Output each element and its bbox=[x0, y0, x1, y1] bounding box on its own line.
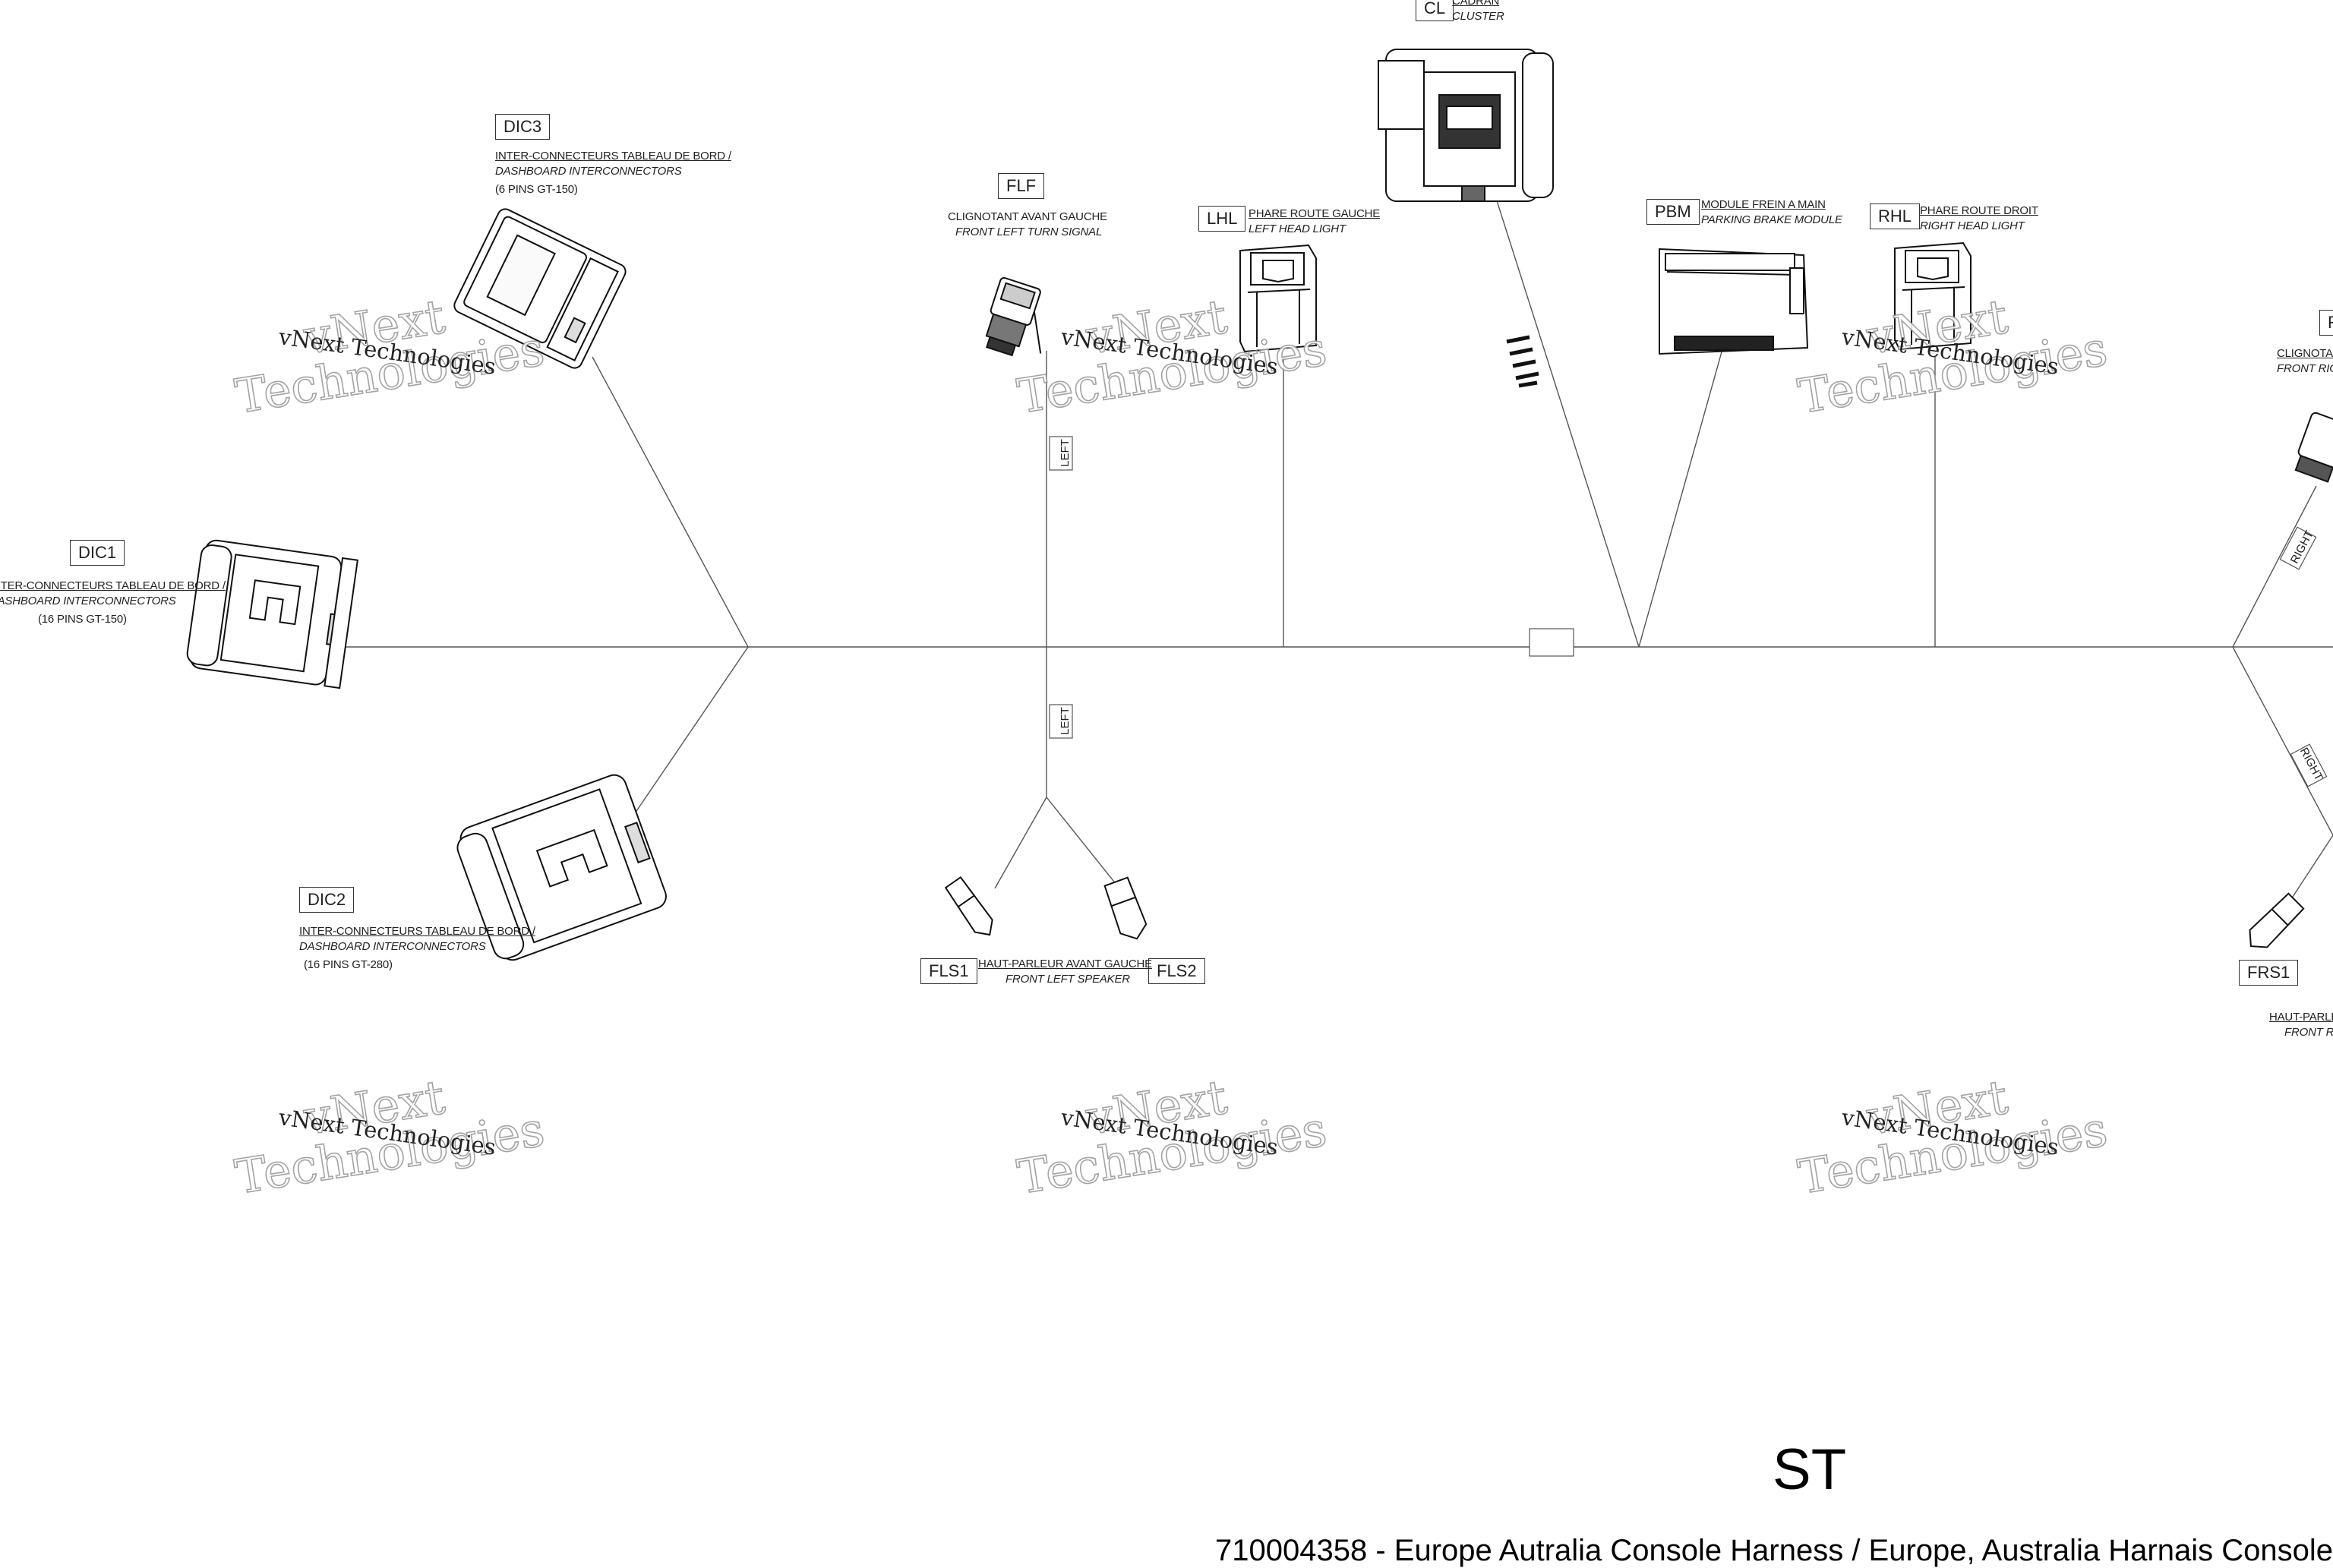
fls-label-en: FRONT LEFT SPEAKER bbox=[1005, 973, 1130, 986]
branch-tag-left-upper: LEFT bbox=[1058, 439, 1072, 467]
cl-branch-wire bbox=[1494, 193, 1640, 648]
fls-label-fr: HAUT-PARLEUR AVANT GAUCHE bbox=[978, 958, 1152, 970]
dic2-branch-wire bbox=[630, 646, 749, 821]
frs1-terminal-drawing bbox=[2249, 892, 2305, 948]
cl-label-fr: CADRAN bbox=[1452, 0, 1500, 8]
fls1-branch-wire bbox=[994, 797, 1047, 889]
flf-label-fr: CLIGNOTANT AVANT GAUCHE bbox=[948, 210, 1107, 223]
dic3-code: DIC3 bbox=[495, 114, 551, 140]
frs1-label: HAUT-PARLEU FRONT RIG bbox=[2269, 1010, 2333, 1040]
cl-code: CL bbox=[1416, 0, 1454, 21]
pbm-branch-wire bbox=[1638, 349, 1723, 648]
flf-label: CLIGNOTANT AVANT GAUCHE FRONT LEFT TURN … bbox=[948, 210, 1107, 240]
dic1-label-fr: INTER-CONNECTEURS TABLEAU DE BORD / bbox=[0, 579, 226, 592]
lhl-label-en: LEFT HEAD LIGHT bbox=[1249, 222, 1346, 235]
sheet-footer-title: 710004358 - Europe Autralia Console Harn… bbox=[1215, 1534, 2333, 1567]
dic3-label: INTER-CONNECTEURS TABLEAU DE BORD / DASH… bbox=[495, 149, 731, 197]
lhl-code: LHL bbox=[1198, 206, 1246, 232]
dic3-label-en: DASHBOARD INTERCONNECTORS bbox=[495, 165, 682, 178]
dic3-connector-drawing bbox=[453, 208, 627, 369]
dic2-connector-drawing bbox=[456, 774, 667, 961]
lhl-label: PHARE ROUTE GAUCHE LEFT HEAD LIGHT bbox=[1249, 207, 1380, 237]
frf-code: F bbox=[2319, 310, 2333, 336]
cl-connector-drawing bbox=[1378, 49, 1554, 202]
fls2-branch-wire bbox=[1046, 797, 1117, 885]
splice-box bbox=[1529, 628, 1574, 657]
dic2-label-fr: INTER-CONNECTEURS TABLEAU DE BORD / bbox=[299, 925, 535, 938]
rhl-connector-drawing bbox=[1894, 241, 1972, 351]
dic2-code: DIC2 bbox=[299, 887, 355, 913]
lhl-connector-drawing bbox=[1239, 244, 1317, 353]
frs1-code: FRS1 bbox=[2239, 960, 2299, 986]
pbm-label: MODULE FREIN A MAIN PARKING BRAKE MODULE bbox=[1701, 197, 1842, 228]
lhl-label-fr: PHARE ROUTE GAUCHE bbox=[1249, 207, 1381, 220]
frf-connector-drawing bbox=[2294, 412, 2333, 483]
rhl-label-fr: PHARE ROUTE DROIT bbox=[1920, 204, 2038, 217]
fls2-code: FLS2 bbox=[1148, 958, 1205, 984]
dic3-branch-wire bbox=[592, 356, 749, 648]
rhl-label: PHARE ROUTE DROIT RIGHT HEAD LIGHT bbox=[1920, 203, 2038, 234]
dic2-label-en: DASHBOARD INTERCONNECTORS bbox=[299, 940, 486, 953]
frf-label: CLIGNOTANT FRONT RIGH bbox=[2277, 346, 2333, 377]
dic1-label-en: DASHBOARD INTERCONNECTORS bbox=[0, 595, 176, 607]
dic3-label-fr: INTER-CONNECTEURS TABLEAU DE BORD / bbox=[495, 150, 731, 162]
dic3-pins: (6 PINS GT-150) bbox=[495, 183, 578, 196]
dic1-code: DIC1 bbox=[70, 540, 125, 566]
frs1-label-fr: HAUT-PARLEU bbox=[2269, 1011, 2333, 1024]
fls1-code: FLS1 bbox=[920, 958, 977, 984]
frs1-label-en: FRONT RIG bbox=[2284, 1026, 2333, 1039]
pbm-code: PBM bbox=[1646, 199, 1700, 225]
dic2-label: INTER-CONNECTEURS TABLEAU DE BORD / DASH… bbox=[299, 924, 535, 973]
dic1-connector-drawing bbox=[186, 539, 358, 689]
fls1-terminal-drawing bbox=[944, 875, 993, 936]
dic1-label: INTER-CONNECTEURS TABLEAU DE BORD / DASH… bbox=[0, 579, 226, 627]
pbm-label-en: PARKING BRAKE MODULE bbox=[1701, 213, 1842, 226]
frf-label-fr: CLIGNOTANT bbox=[2277, 347, 2333, 360]
tape-wrap-marks bbox=[1506, 335, 1539, 388]
pbm-label-fr: MODULE FREIN A MAIN bbox=[1701, 198, 1826, 211]
rhl-label-en: RIGHT HEAD LIGHT bbox=[1920, 219, 2025, 232]
fls2-terminal-drawing bbox=[1103, 876, 1148, 940]
pbm-connector-drawing bbox=[1659, 248, 1809, 355]
flf-code: FLF bbox=[998, 173, 1045, 199]
branch-tag-left-lower: LEFT bbox=[1058, 707, 1072, 735]
flf-label-en: FRONT LEFT TURN SIGNAL bbox=[955, 226, 1103, 238]
cl-label-en: CLUSTER bbox=[1452, 10, 1504, 23]
frs-branch-wire bbox=[2232, 646, 2333, 836]
sheet-zone-label: ST bbox=[1773, 1437, 1847, 1502]
frf-label-en: FRONT RIGH bbox=[2277, 362, 2333, 375]
dic1-pins: (16 PINS GT-150) bbox=[38, 613, 127, 626]
cl-label: CADRAN CLUSTER bbox=[1452, 0, 1504, 24]
frf-branch-wire bbox=[2232, 485, 2317, 648]
fls-label: HAUT-PARLEUR AVANT GAUCHE FRONT LEFT SPE… bbox=[978, 957, 1152, 987]
flf-connector-drawing bbox=[985, 276, 1042, 357]
dic2-pins: (16 PINS GT-280) bbox=[304, 958, 393, 971]
rhl-code: RHL bbox=[1870, 203, 1921, 229]
